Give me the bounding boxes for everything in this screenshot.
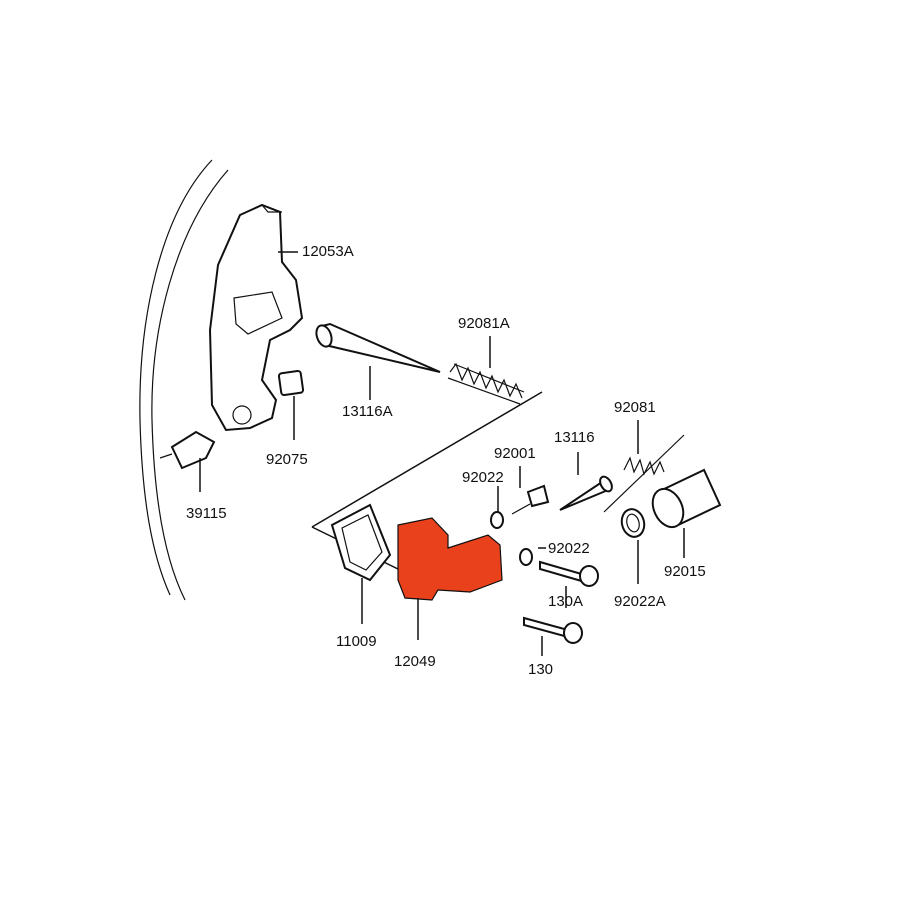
push-rod	[559, 475, 613, 511]
part-label-92022a: 92022A	[614, 593, 666, 610]
leader-lines	[199, 251, 685, 656]
part-label-13116a: 13116A	[342, 403, 393, 420]
tensioner-body	[397, 517, 503, 601]
part-label-92015: 92015	[664, 563, 706, 580]
o-ring	[620, 508, 646, 538]
cap	[651, 468, 722, 529]
part-label-92081: 92081	[614, 399, 656, 416]
part-label-92081a: 92081A	[458, 315, 510, 332]
part-label-13116: 13116	[554, 429, 595, 446]
part-label-92001: 92001	[494, 445, 536, 462]
part-label-11009: 11009	[336, 633, 377, 650]
bolt-a	[539, 560, 599, 587]
part-label-130a: 130A	[548, 593, 583, 610]
spring	[603, 434, 685, 513]
part-labels: 12053A 92081A 13116A 92075 39115 13116 9…	[186, 243, 706, 678]
part-label-12053a: 12053A	[302, 243, 354, 260]
tensioner-guide-arm	[208, 203, 304, 432]
push-rod-a	[315, 322, 441, 373]
part-label-130: 130	[528, 661, 553, 678]
gasket	[330, 503, 392, 582]
engine-case-outline	[139, 159, 229, 601]
washer-upper	[490, 511, 504, 529]
bolt	[523, 616, 583, 644]
pivot-pin	[159, 430, 216, 470]
part-label-39115: 39115	[186, 505, 227, 522]
small-bolt	[511, 484, 550, 515]
part-label-12049: 12049	[394, 653, 436, 670]
part-label-92022-lower: 92022	[548, 540, 590, 557]
part-label-92075: 92075	[266, 451, 308, 468]
washer-lower	[519, 548, 533, 566]
spring-a	[447, 362, 525, 405]
damper-block	[277, 369, 305, 397]
part-label-92022-upper: 92022	[462, 469, 504, 486]
